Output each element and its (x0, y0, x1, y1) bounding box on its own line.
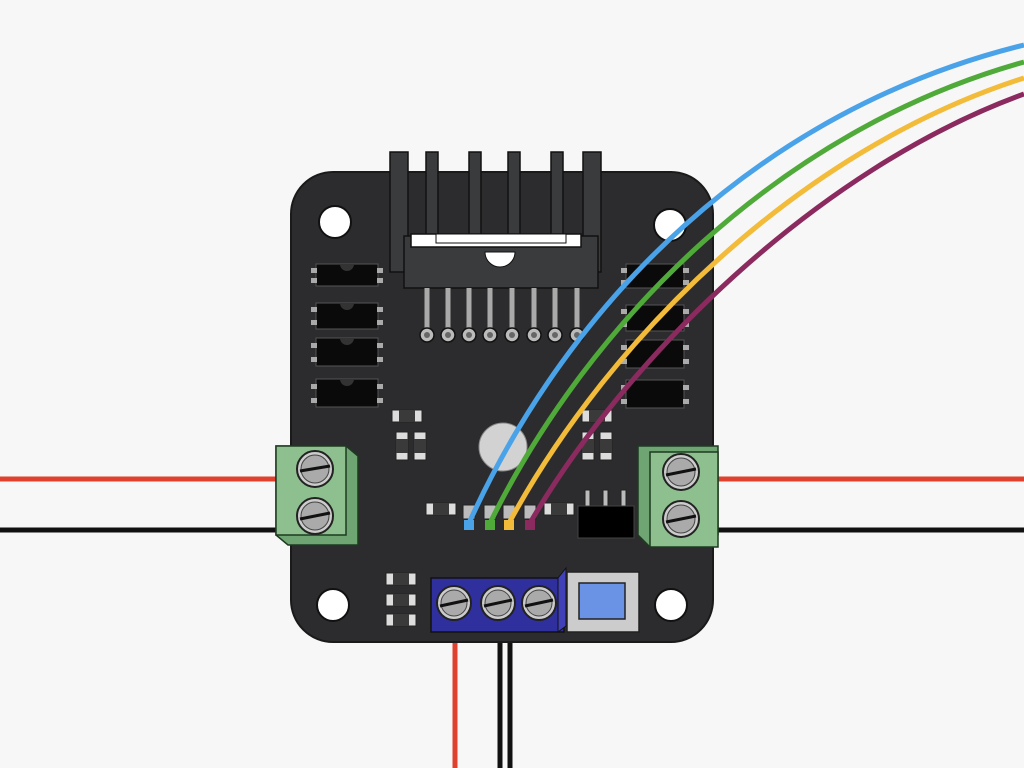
wire-end-blue (464, 520, 474, 530)
signal-wires (464, 42, 1024, 530)
terminal-block-motor-b (637, 445, 719, 548)
jumper-header (577, 489, 635, 539)
screw-icon[interactable] (436, 585, 472, 621)
heatsink-fin-5 (550, 151, 564, 241)
screw-icon[interactable] (662, 500, 700, 538)
heatsink-fin-4 (507, 151, 521, 241)
terminal-block-motor-a (275, 445, 359, 546)
screw-icon[interactable] (296, 497, 334, 535)
wire-signal-yellow (506, 75, 1024, 525)
mount-hole-bottom-right (654, 588, 688, 622)
screw-icon[interactable] (296, 450, 334, 488)
motor-b-wires (700, 476, 1024, 533)
screw-icon[interactable] (521, 585, 557, 621)
wire-signal-purple (527, 91, 1024, 525)
wire-signal-green (487, 59, 1024, 525)
heatsink-fin-3 (468, 151, 482, 241)
motor-a-wires (0, 476, 300, 533)
screw-icon[interactable] (480, 585, 516, 621)
wire-end-green (485, 520, 495, 530)
diodes-left (311, 263, 383, 408)
wire-signal-blue (466, 42, 1024, 525)
heatsink-label-inner (435, 233, 567, 244)
wire-end-yellow (504, 520, 514, 530)
enable-jumper[interactable] (566, 571, 640, 633)
power-wires (452, 630, 513, 768)
heatsink-notch (484, 251, 516, 268)
smd-resistors (385, 409, 613, 627)
mount-hole-bottom-left (316, 588, 350, 622)
wire-end-purple (525, 520, 535, 530)
heatsink (389, 151, 602, 289)
terminal-block-power (430, 566, 567, 633)
mounting-holes (316, 205, 688, 622)
screw-icon[interactable] (662, 453, 700, 491)
ic-pins (419, 288, 585, 343)
heatsink-fin-2 (425, 151, 439, 241)
mount-hole-top-left (318, 205, 352, 239)
